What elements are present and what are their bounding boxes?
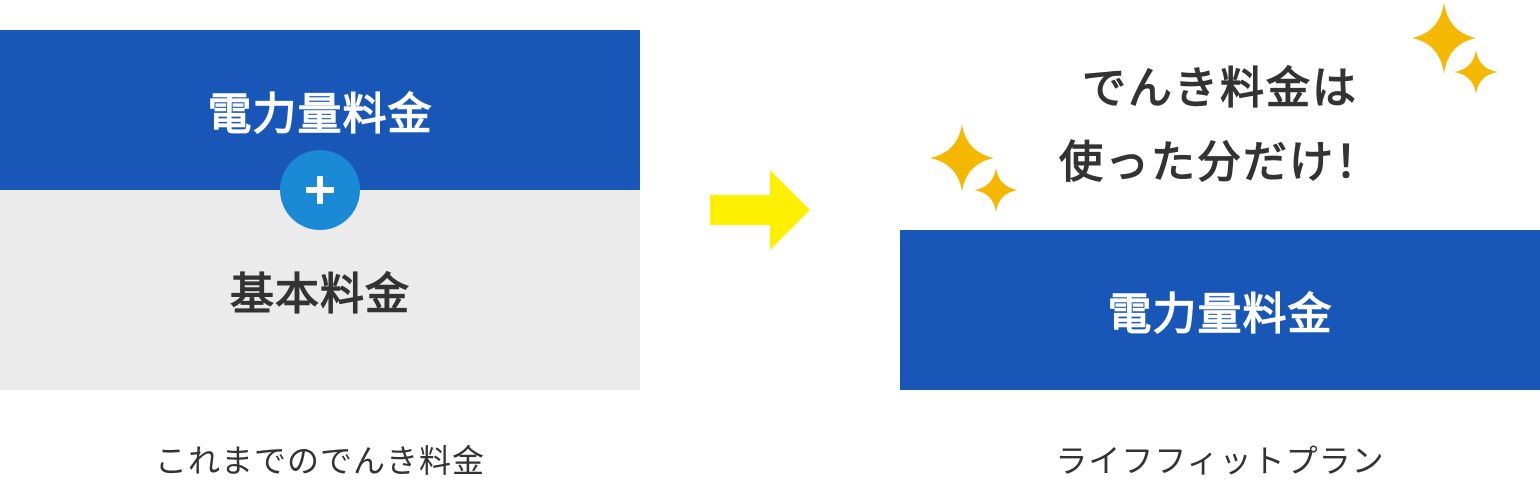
plan-headline: でんき料金は 使った分だけ！: [960, 52, 1480, 200]
plus-icon: [280, 150, 360, 230]
sparkle-icon: [974, 168, 1018, 212]
plan-energy-charge-label: 電力量料金: [1107, 289, 1333, 340]
headline-line-2: 使った分だけ！: [1059, 137, 1381, 188]
energy-charge-label: 電力量料金: [207, 89, 433, 140]
current-pricing-panel: 電力量料金 基本料金: [0, 30, 640, 390]
plan-energy-charge-block: 電力量料金: [900, 230, 1540, 390]
basic-charge-label: 基本料金: [230, 269, 410, 320]
sparkle-icon: [1412, 2, 1476, 74]
sparkle-icon: [930, 124, 994, 192]
arrow-right-icon: [708, 170, 812, 250]
plan-name-caption: ライフフィットプラン: [1055, 442, 1385, 480]
current-pricing-caption: これまでのでんき料金: [154, 442, 485, 480]
basic-charge-block: 基本料金: [0, 190, 640, 390]
sparkle-icon: [1454, 50, 1498, 94]
headline-line-1: でんき料金は: [1082, 63, 1358, 114]
